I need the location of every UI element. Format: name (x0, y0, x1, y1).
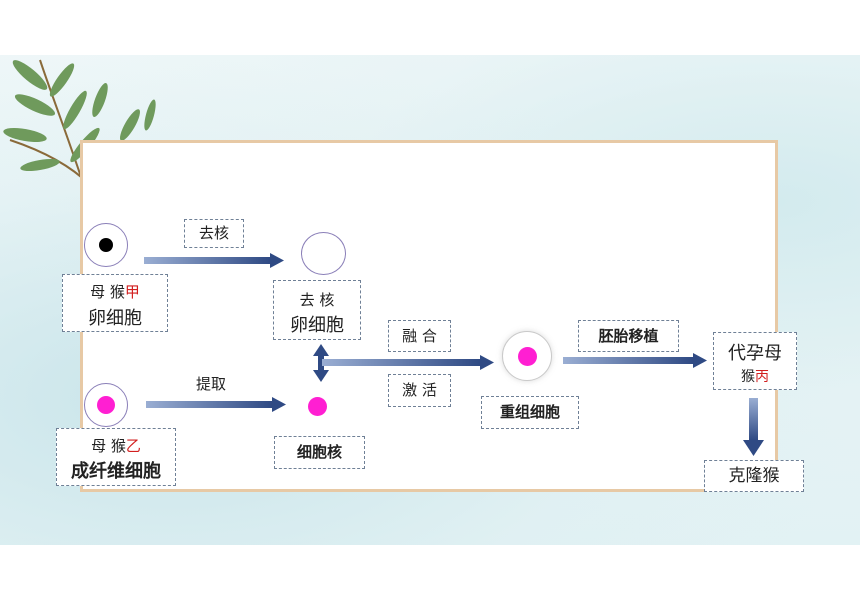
step-enucleate-label: 去核 (184, 219, 244, 248)
surrogate-mark: 丙 (755, 369, 769, 385)
reconstructed-label-text: 重组细胞 (499, 403, 560, 421)
enucleated-egg-label: 去 核 卵细胞 (273, 280, 361, 340)
arrow-fuse-vertical (313, 344, 329, 382)
donor-b-label: 母 猴乙 成纤维细胞 (56, 428, 176, 486)
donor-b-name: 母 猴 (91, 437, 126, 455)
diagram-frame (80, 140, 778, 492)
step-enucleate-text: 去核 (198, 224, 229, 242)
donor-a-cell: 卵细胞 (88, 308, 142, 329)
egg-nucleus-a (99, 238, 113, 252)
surrogate-line1: 代孕母 (728, 343, 782, 364)
nucleus-label: 细胞核 (274, 436, 365, 469)
reconstructed-cell (502, 331, 552, 381)
fibroblast-nucleus-b (97, 396, 115, 414)
step-fusion-text: 融 合 (402, 327, 437, 345)
fibroblast-cell-b (84, 383, 128, 427)
step-fusion-label: 融 合 (388, 320, 451, 352)
enucleated-line1: 去 核 (299, 291, 335, 309)
reconstructed-nucleus (518, 347, 537, 366)
result-text: 克隆猴 (728, 466, 780, 486)
surrogate-label: 代孕母 猴丙 (713, 332, 797, 390)
donor-b-mark: 乙 (125, 437, 141, 455)
donor-b-cell: 成纤维细胞 (71, 461, 161, 482)
nucleus-label-text: 细胞核 (296, 443, 342, 461)
step-transfer-label: 胚胎移植 (578, 320, 679, 352)
result-label: 克隆猴 (704, 460, 804, 492)
enucleated-line2: 卵细胞 (290, 315, 344, 336)
extracted-nucleus (308, 397, 327, 416)
step-transfer-text: 胚胎移植 (598, 327, 659, 345)
step-activate-label: 激 活 (388, 374, 451, 407)
reconstructed-label: 重组细胞 (481, 396, 579, 429)
donor-a-name: 母 猴 (90, 283, 125, 301)
arrow-extract (146, 397, 286, 412)
step-activate-text: 激 活 (402, 381, 437, 399)
donor-a-label: 母 猴甲 卵细胞 (62, 274, 168, 332)
surrogate-line2: 猴 (741, 369, 755, 385)
arrow-down (743, 398, 764, 456)
arrow-fusion (322, 355, 494, 370)
arrow-enucleate (144, 253, 284, 268)
donor-a-mark: 甲 (124, 283, 140, 301)
enucleated-egg-cell (301, 232, 346, 275)
step-extract-text: 提取 (196, 375, 227, 393)
arrow-transfer (563, 353, 707, 368)
